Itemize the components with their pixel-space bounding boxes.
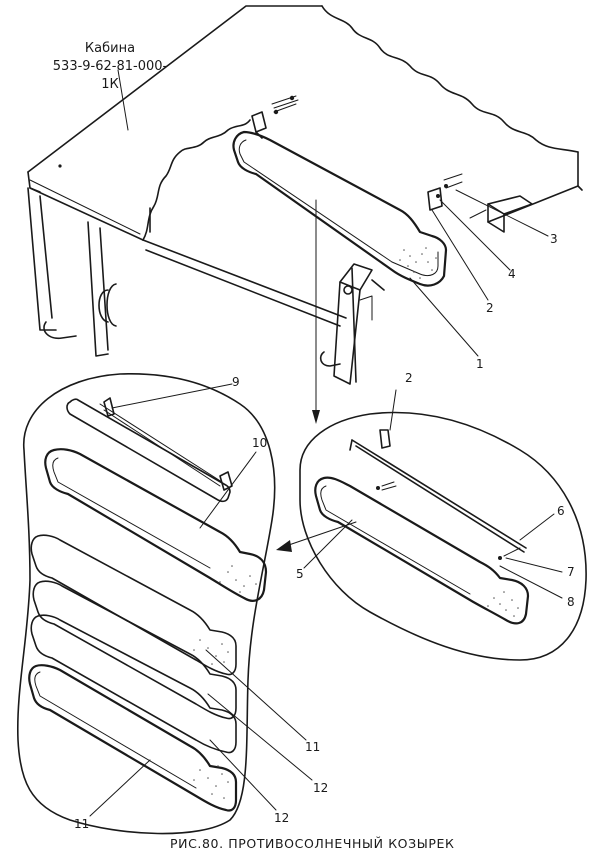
cabin-pillar-bracket [319,263,385,385]
frame-padding-dots [219,565,257,593]
cabin-name: Кабина [84,41,136,56]
callout-7: 7 [567,565,575,579]
callout-12-upper: 12 [313,781,329,795]
callout-3: 3 [550,232,558,246]
callout-2-top: 2 [486,301,494,315]
callout-10: 10 [252,436,268,450]
callout-11-left: 11 [74,817,90,831]
visor-padding-dots-right [487,591,519,617]
callout-1: 1 [476,357,484,371]
cabin-label: Кабина 533-9-62-81-000-1К [50,40,170,94]
callout-9: 9 [232,375,240,389]
callout-2-right: 2 [405,371,413,385]
callout-12-lower: 12 [274,811,290,825]
flow-arrow-down [312,199,320,424]
right-assembly-group [299,389,587,661]
panel-a-dots [193,639,229,665]
figure-caption: РИС.80. ПРОТИВОСОЛНЕЧНЫЙ КОЗЫРЕК [170,836,455,851]
flow-arrow-left [276,521,357,552]
callout-5: 5 [296,567,304,581]
visor-padding-dots [399,247,437,279]
top-leader-lines [117,69,549,357]
cabin-roof [27,5,583,357]
panel-d-dots [193,765,229,799]
cabin-code: 533-9-62-81-000-1К [52,59,168,92]
visor-installed [232,95,463,287]
callout-6: 6 [557,504,565,518]
callout-8: 8 [567,595,575,609]
left-assembly-group [16,372,313,835]
callout-4: 4 [508,267,516,281]
callout-11-right: 11 [305,740,321,754]
